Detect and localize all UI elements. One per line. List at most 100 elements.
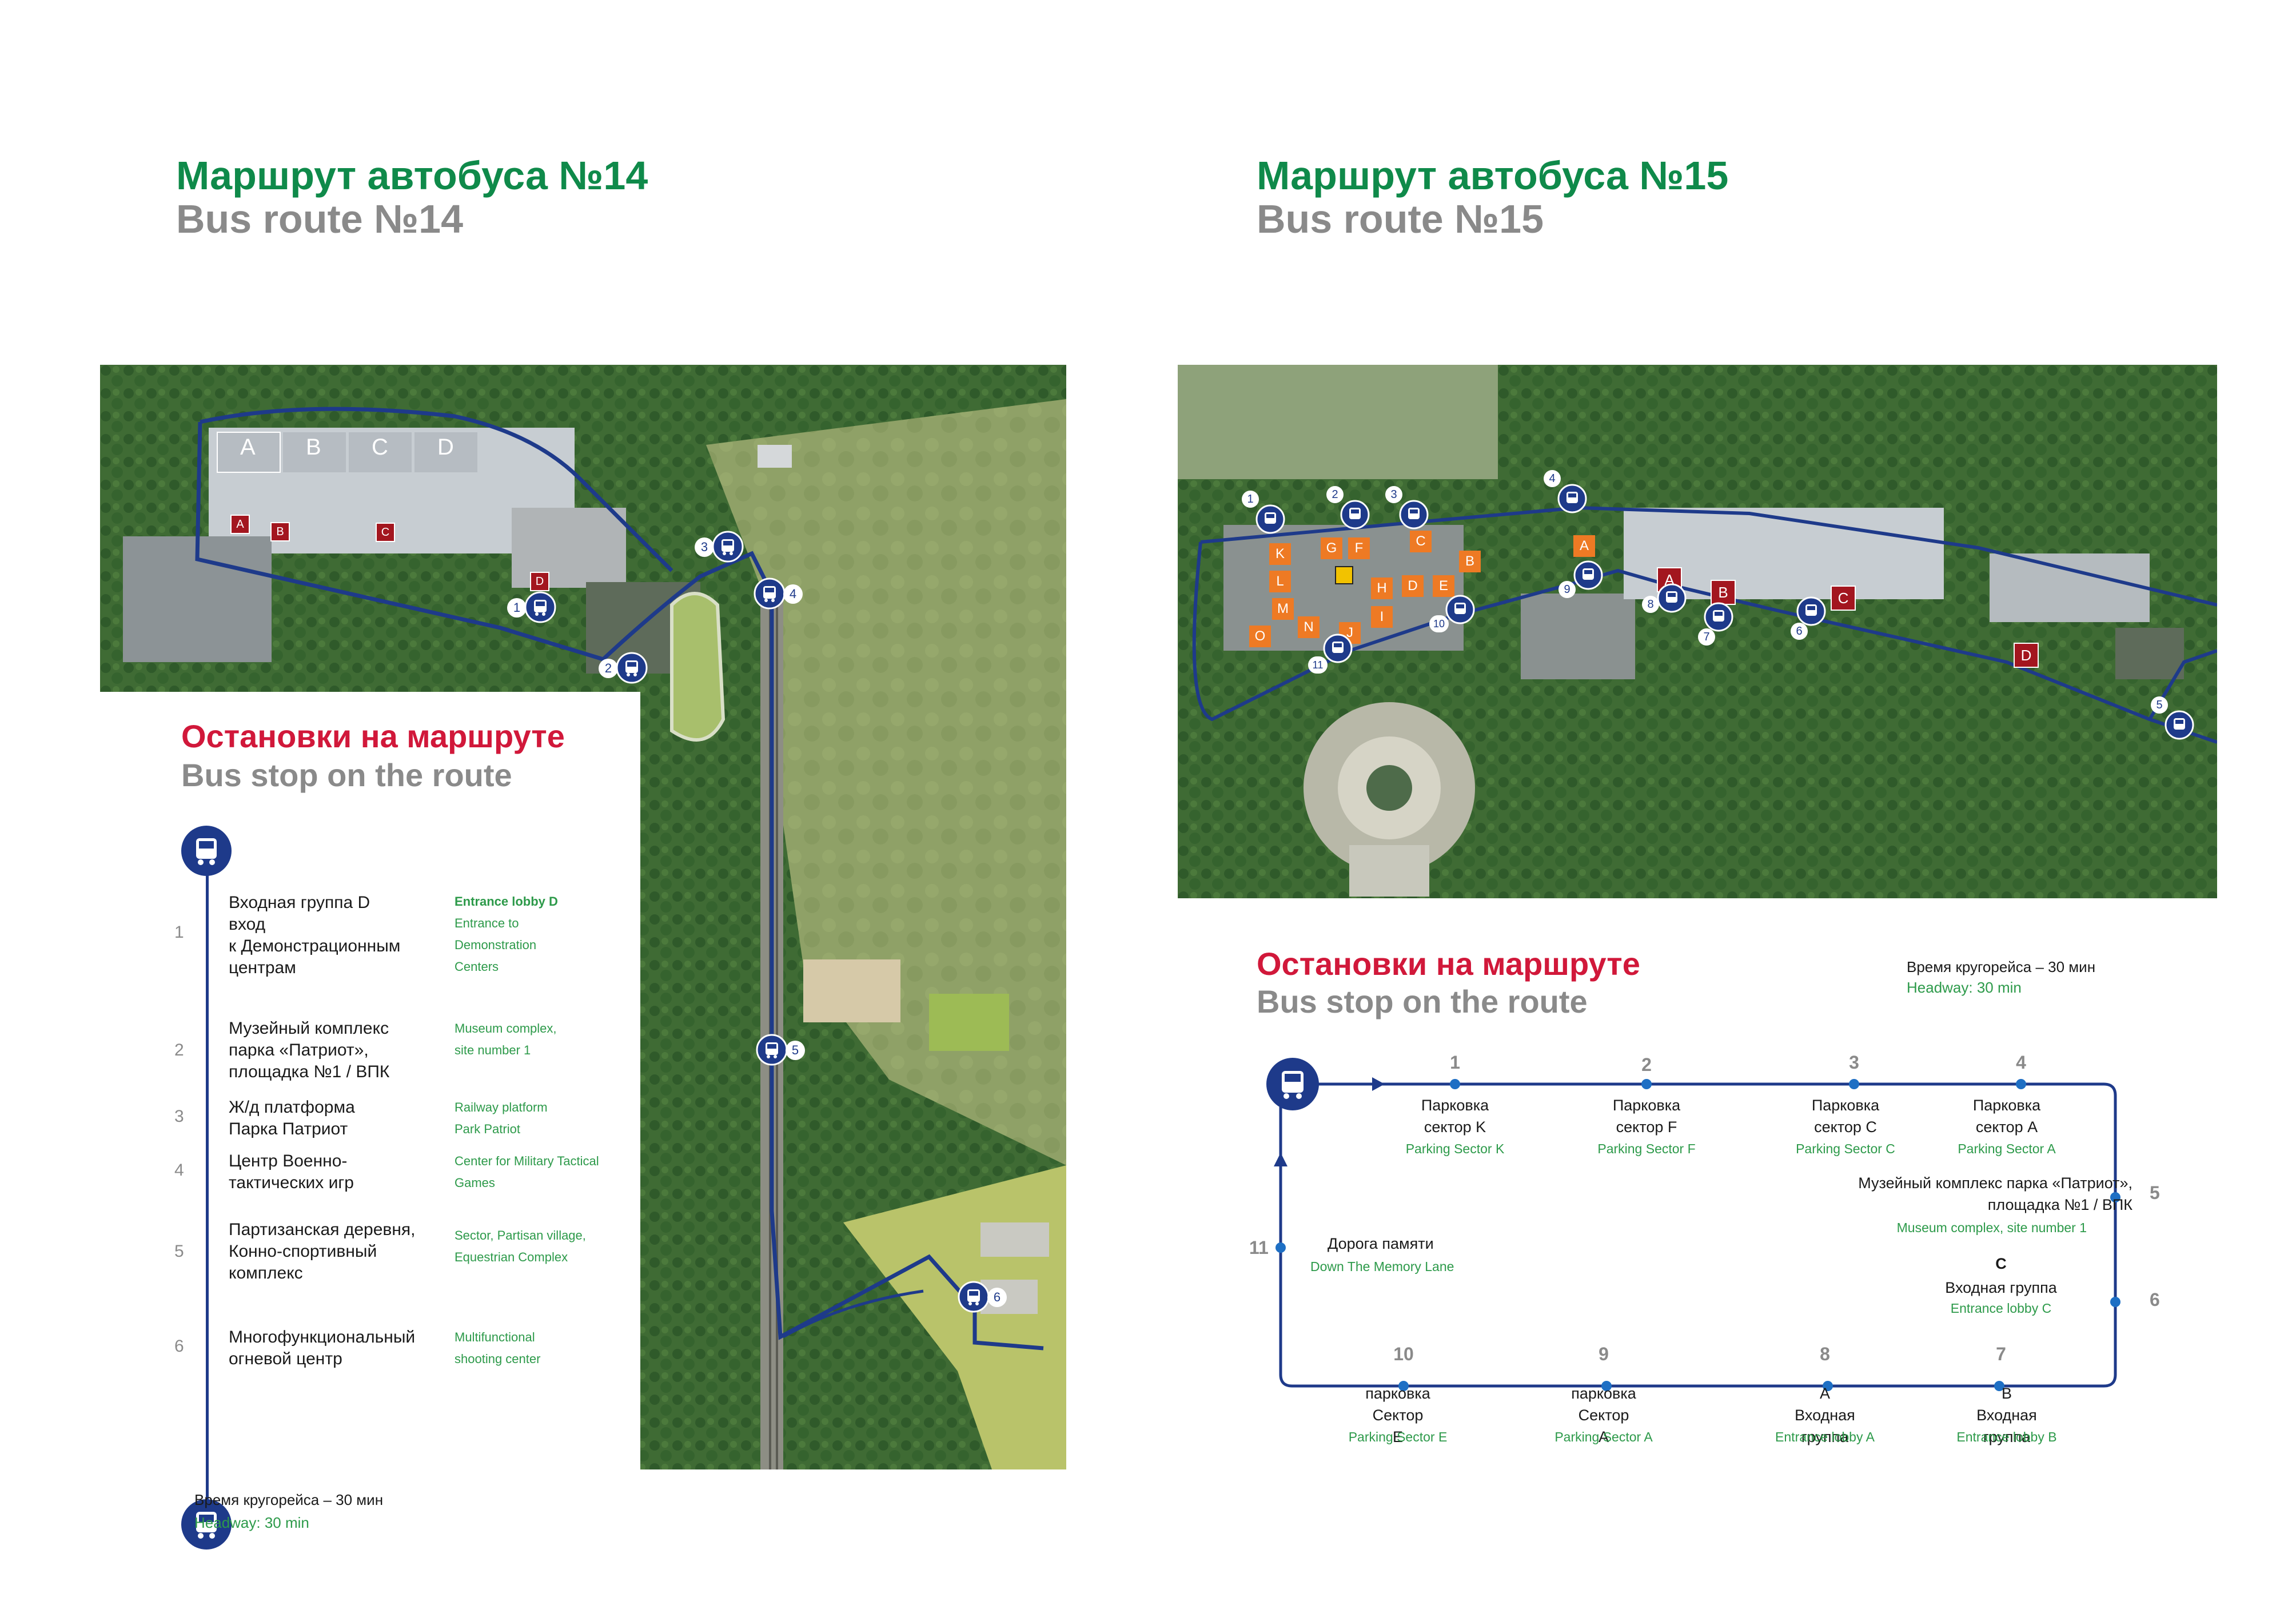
map-bus-stop-4[interactable]: 4 (1544, 470, 1607, 527)
map-bus-stop-10[interactable]: 10 (1429, 595, 1492, 652)
route14-stop-5[interactable]: 5 Партизанская деревня, Конно-спортивный… (100, 1219, 640, 1288)
map-bus-stop-2[interactable]: 2 (599, 652, 667, 686)
stop-number-badge: 9 (1558, 581, 1576, 598)
entrance-marker-c: C (376, 523, 395, 542)
route15-stop-11[interactable]: 11 Дорога памяти Down The Memory Lane (1249, 1235, 1524, 1281)
entrance-letter: C (1995, 1255, 2007, 1272)
bus-icon (1340, 500, 1370, 529)
map-bus-stop-1[interactable]: 1 (507, 591, 633, 626)
route15-stop-5[interactable]: 5 Музейный комплекс парка «Патриот», пло… (1858, 1172, 2161, 1252)
map-bus-stop-3[interactable]: 3 (1385, 486, 1448, 543)
map-bus-stop-2[interactable]: 2 (1326, 486, 1389, 543)
bus-icon (616, 652, 648, 684)
map-bus-stop-1[interactable]: 1 (1242, 491, 1305, 548)
bus-icon (1573, 560, 1603, 590)
arrow-right-icon (1372, 1077, 1385, 1091)
entrance-marker-d: D (2014, 643, 2039, 668)
stop-name-ru: B Входная группа (1976, 1385, 2037, 1445)
stop-number: 3 (1849, 1052, 1859, 1073)
route14-stop-3[interactable]: 3 Ж/д платформа Парка Патриот Railway pl… (100, 1097, 640, 1142)
parking-marker-n: N (1298, 616, 1320, 638)
stop-number-badge: 6 (987, 1288, 1007, 1307)
stop-name-en: Railway platform Park Patriot (455, 1100, 548, 1136)
parking-marker-h: H (1371, 577, 1393, 599)
route14-stops-subtitle: Bus stop on the route (181, 757, 512, 793)
stop-number: 4 (2016, 1052, 2026, 1073)
bus-icon (1255, 504, 1285, 534)
stop-name-en: Entrance to Demonstration Centers (455, 916, 537, 974)
stop-number-badge: 4 (1544, 470, 1561, 487)
bus-icon (181, 1499, 232, 1550)
bus-icon (1796, 596, 1826, 626)
entrance-marker-d: D (530, 572, 549, 591)
stop-name-en: Parking Sector A (1958, 1141, 2056, 1156)
stop-name-ru: Многофункциональный огневой центр (229, 1328, 416, 1368)
parking-marker-l: L (1269, 571, 1291, 592)
route15-map[interactable]: K L M O N G F C B H D E I J A A B C D 1 … (1178, 365, 2217, 898)
stop-number-badge: 7 (1698, 628, 1715, 646)
map-bus-stop-6[interactable]: 6 (1791, 596, 1853, 654)
map-bus-stop-8[interactable]: 8 (1642, 583, 1705, 640)
stop-number: 9 (1599, 1344, 1609, 1364)
stop-name-ru: Дорога памяти (1328, 1235, 1434, 1252)
route15-headway-en: Headway: 30 min (1907, 979, 2022, 996)
route14-stop-2[interactable]: 2 Музейный комплекс парка «Патриот», пло… (100, 1018, 640, 1086)
route14-headway-en: Headway: 30 min (194, 1514, 309, 1531)
zone-label-a: A (240, 435, 256, 460)
map-bus-stop-5[interactable]: 5 (2151, 696, 2214, 754)
map-bus-stop-11[interactable]: 11 (1308, 634, 1371, 691)
stop-name-ru: Парковка сектор C (1811, 1097, 1880, 1136)
parking-marker-m: M (1272, 598, 1294, 620)
route15-headway-ru: Время кругорейса – 30 мин (1907, 958, 2096, 975)
stop-name-en: Museum complex, site number 1 (455, 1021, 557, 1057)
stop-number: 1 (1450, 1052, 1460, 1073)
parking-marker-e: E (1433, 575, 1454, 597)
bus-icon (1323, 634, 1353, 663)
route14-stop-1[interactable]: 1 Входная группа D вход к Демонстрационн… (100, 892, 640, 989)
stop-name-en: Center for Military Tactical Games (455, 1154, 599, 1190)
bus-icon (958, 1281, 990, 1313)
route15-stop-6[interactable]: 6 C Входная группа Entrance lobby C (1921, 1255, 2161, 1324)
map-bus-stop-7[interactable]: 7 (1698, 602, 1761, 659)
stop-name-ru: Ж/д платформа Парка Патриот (229, 1098, 355, 1138)
route14-stop-6[interactable]: 6 Многофункциональный огневой центр Mult… (100, 1327, 640, 1372)
stop-number-badge: 2 (1326, 486, 1344, 503)
stop-number: 6 (174, 1337, 184, 1356)
map-bus-stop-6[interactable]: 6 (958, 1281, 1026, 1315)
stop-number: 2 (1641, 1054, 1652, 1075)
zone-label-c: C (372, 435, 388, 460)
parking-marker-g: G (1321, 537, 1342, 559)
parking-marker-o: O (1249, 626, 1271, 647)
stop-name-en: Entrance lobby B (1956, 1429, 2057, 1444)
map-bus-stop-9[interactable]: 9 (1558, 560, 1621, 618)
stop-name-ru: Парковка сектор A (1972, 1097, 2041, 1136)
stop-number-badge: 8 (1642, 596, 1659, 613)
parking-marker-c: C (1410, 531, 1432, 552)
stop-name-ru: Входная группа (1945, 1279, 2057, 1296)
bus-icon (1266, 1058, 1319, 1110)
map-bus-stop-5[interactable]: 5 (756, 1034, 824, 1068)
route15-stops-title: Остановки на маршруте (1257, 946, 1640, 982)
bus-icon (1557, 484, 1587, 513)
stop-number: 7 (1996, 1344, 2006, 1364)
map-bus-stop-3[interactable]: 3 (695, 531, 763, 565)
stop-name-ru: Музейный комплекс парка «Патриот», площа… (229, 1019, 390, 1081)
bus-icon (754, 577, 786, 610)
stop-name-ru: Парковка сектор K (1421, 1097, 1489, 1136)
parking-marker-d: D (1402, 575, 1424, 597)
bus-icon (2165, 710, 2194, 740)
stop-name-ru: Музейный комплекс парка «Патриот», площа… (1858, 1174, 2132, 1213)
route14-stop-4[interactable]: 4 Центр Военно- тактических игр Center f… (100, 1150, 640, 1196)
stop-number-badge: 3 (1385, 486, 1402, 503)
bus-icon (712, 531, 744, 563)
stop-name-en: Museum complex, site number 1 (1896, 1220, 2087, 1235)
stop-number-badge: 11 (1308, 656, 1328, 674)
map-bus-stop-4[interactable]: 4 (754, 577, 822, 612)
route15-stops-subtitle: Bus stop on the route (1257, 983, 1588, 1019)
zone-label-b: B (306, 435, 321, 460)
stop-name-ru: A Входная группа (1795, 1385, 1855, 1445)
route15-subtitle: Bus route №15 (1257, 197, 1544, 241)
parking-marker-b: B (1459, 551, 1481, 572)
parking-marker-k: K (1269, 543, 1291, 565)
route14-title: Маршрут автобуса №14 (176, 153, 648, 198)
